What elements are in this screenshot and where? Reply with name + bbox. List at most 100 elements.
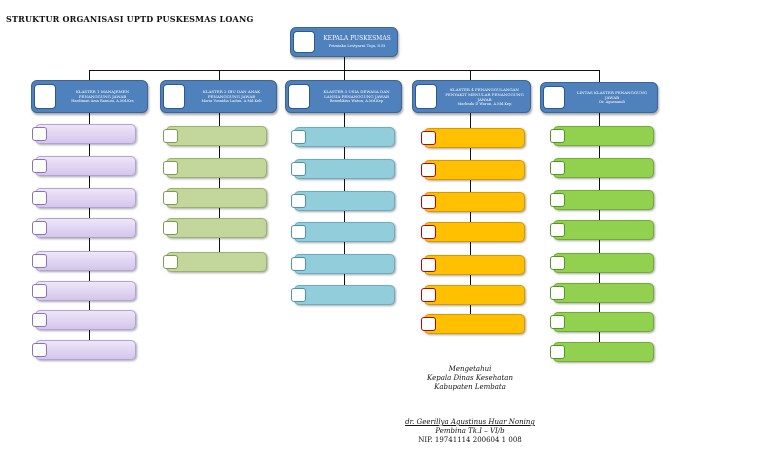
- staff-box: [291, 127, 395, 147]
- photo-placeholder: [550, 223, 565, 237]
- staff-box: [421, 255, 525, 275]
- cluster-role: LINTAS KLASTER PENANGGUNG JAWAB: [576, 90, 648, 100]
- signature-rank: Pembina Tk.I – VI/b: [435, 427, 505, 435]
- staff-box: [32, 188, 136, 208]
- photo-placeholder: [34, 84, 56, 109]
- photo-placeholder: [543, 86, 565, 109]
- head-role: KEPALA PUSKESMAS: [323, 35, 391, 42]
- connector-head-stem: [344, 57, 345, 71]
- staff-box: [550, 312, 654, 332]
- page-title: STRUKTUR ORGANISASI UPTD PUSKESMAS LOANG: [6, 14, 254, 24]
- photo-placeholder: [550, 345, 565, 359]
- photo-placeholder: [32, 284, 47, 298]
- staff-box: [32, 156, 136, 176]
- photo-placeholder: [421, 195, 436, 209]
- staff-box: [291, 254, 395, 274]
- cluster-name: Benediktus Watun, A.Md.Kep: [329, 99, 384, 103]
- photo-placeholder: [421, 163, 436, 177]
- cluster-role: KLASTER 3 USIA DEWASA DAN LANSIA PENANGG…: [323, 89, 390, 99]
- photo-placeholder: [421, 225, 436, 239]
- photo-placeholder: [550, 315, 565, 329]
- cluster-name: Hardiman Ama Ramoni, A.Md.Kes: [71, 99, 134, 103]
- staff-box: [421, 192, 525, 212]
- staff-box: [163, 126, 267, 146]
- staff-box: [550, 220, 654, 240]
- staff-box: [163, 252, 267, 272]
- signature-line-3: Kabupaten Lembata: [434, 383, 506, 391]
- photo-placeholder: [291, 225, 306, 239]
- staff-box: [421, 128, 525, 148]
- staff-box: [291, 191, 395, 211]
- staff-box: [32, 218, 136, 238]
- photo-placeholder: [550, 129, 565, 143]
- photo-placeholder: [32, 127, 47, 141]
- staff-box: [421, 222, 525, 242]
- connector-cluster-5: [599, 70, 600, 355]
- cluster-1-box: KLASTER 1 MANAJEMEN PENANGGUNG JAWAB Har…: [31, 80, 148, 113]
- staff-box: [32, 310, 136, 330]
- staff-box: [163, 218, 267, 238]
- cluster-5-box: LINTAS KLASTER PENANGGUNG JAWAB Dr. Agus…: [540, 82, 658, 113]
- staff-box: [550, 126, 654, 146]
- staff-box: [550, 342, 654, 362]
- cluster-role: KLASTER 1 MANAJEMEN PENANGGUNG JAWAB: [75, 89, 130, 99]
- photo-placeholder: [288, 84, 310, 109]
- photo-placeholder: [291, 257, 306, 271]
- head-box: KEPALA PUSKESMAS Primiaka Lestyarni Tuja…: [290, 27, 398, 57]
- cluster-name: Maria Yusnidia Laduu, A.Md.Keb: [201, 99, 262, 103]
- signature-line-2: Kepala Dinas Kesehatan: [427, 374, 513, 382]
- signature-acknowledged: Mengetahui Kepala Dinas Kesehatan Kabupa…: [400, 365, 540, 392]
- photo-placeholder: [550, 193, 565, 207]
- staff-box: [163, 188, 267, 208]
- photo-placeholder: [421, 258, 436, 272]
- signature-name: dr. Geerillya Agustinus Huar Noning: [405, 418, 535, 426]
- photo-placeholder: [421, 131, 436, 145]
- photo-placeholder: [163, 255, 178, 269]
- signature-line-1: Mengetahui: [448, 365, 492, 373]
- cluster-role: KLASTER 4 PENANGGULANGAN PENYAKIT MENULA…: [445, 86, 524, 102]
- staff-box: [32, 124, 136, 144]
- signature-official: dr. Geerillya Agustinus Huar Noning Pemb…: [380, 418, 560, 445]
- photo-placeholder: [293, 31, 315, 53]
- photo-placeholder: [291, 162, 306, 176]
- photo-placeholder: [163, 84, 185, 109]
- signature-nip: NIP. 19741114 200604 1 008: [418, 436, 522, 444]
- staff-box: [550, 283, 654, 303]
- staff-box: [32, 340, 136, 360]
- photo-placeholder: [32, 191, 47, 205]
- photo-placeholder: [32, 313, 47, 327]
- staff-box: [291, 285, 395, 305]
- photo-placeholder: [291, 130, 306, 144]
- cluster-name: Dr. Agusnandi: [599, 100, 625, 104]
- staff-box: [421, 285, 525, 305]
- photo-placeholder: [32, 254, 47, 268]
- photo-placeholder: [163, 161, 178, 175]
- cluster-4-box: KLASTER 4 PENANGGULANGAN PENYAKIT MENULA…: [412, 80, 531, 113]
- photo-placeholder: [550, 256, 565, 270]
- staff-box: [163, 158, 267, 178]
- photo-placeholder: [550, 161, 565, 175]
- staff-box: [421, 160, 525, 180]
- photo-placeholder: [415, 84, 437, 109]
- connector-cluster-3: [344, 70, 345, 296]
- staff-box: [291, 159, 395, 179]
- photo-placeholder: [163, 191, 178, 205]
- staff-box: [421, 314, 525, 334]
- connector-cluster-1: [89, 70, 90, 360]
- staff-box: [550, 158, 654, 178]
- staff-box: [550, 190, 654, 210]
- cluster-name: Marlinda D Warun, A.Md.Kep: [457, 101, 512, 106]
- photo-placeholder: [32, 159, 47, 173]
- staff-box: [32, 281, 136, 301]
- photo-placeholder: [291, 288, 306, 302]
- head-name: Primiaka Lestyarni Tuja, S.St: [328, 43, 386, 48]
- photo-placeholder: [32, 221, 47, 235]
- cluster-role: KLASTER 2 IBU DAN ANAK PENANGGUNG JAWAB: [202, 89, 261, 99]
- cluster-2-box: KLASTER 2 IBU DAN ANAK PENANGGUNG JAWAB …: [160, 80, 277, 113]
- photo-placeholder: [421, 317, 436, 331]
- staff-box: [550, 253, 654, 273]
- photo-placeholder: [163, 221, 178, 235]
- photo-placeholder: [163, 129, 178, 143]
- photo-placeholder: [421, 288, 436, 302]
- photo-placeholder: [32, 343, 47, 357]
